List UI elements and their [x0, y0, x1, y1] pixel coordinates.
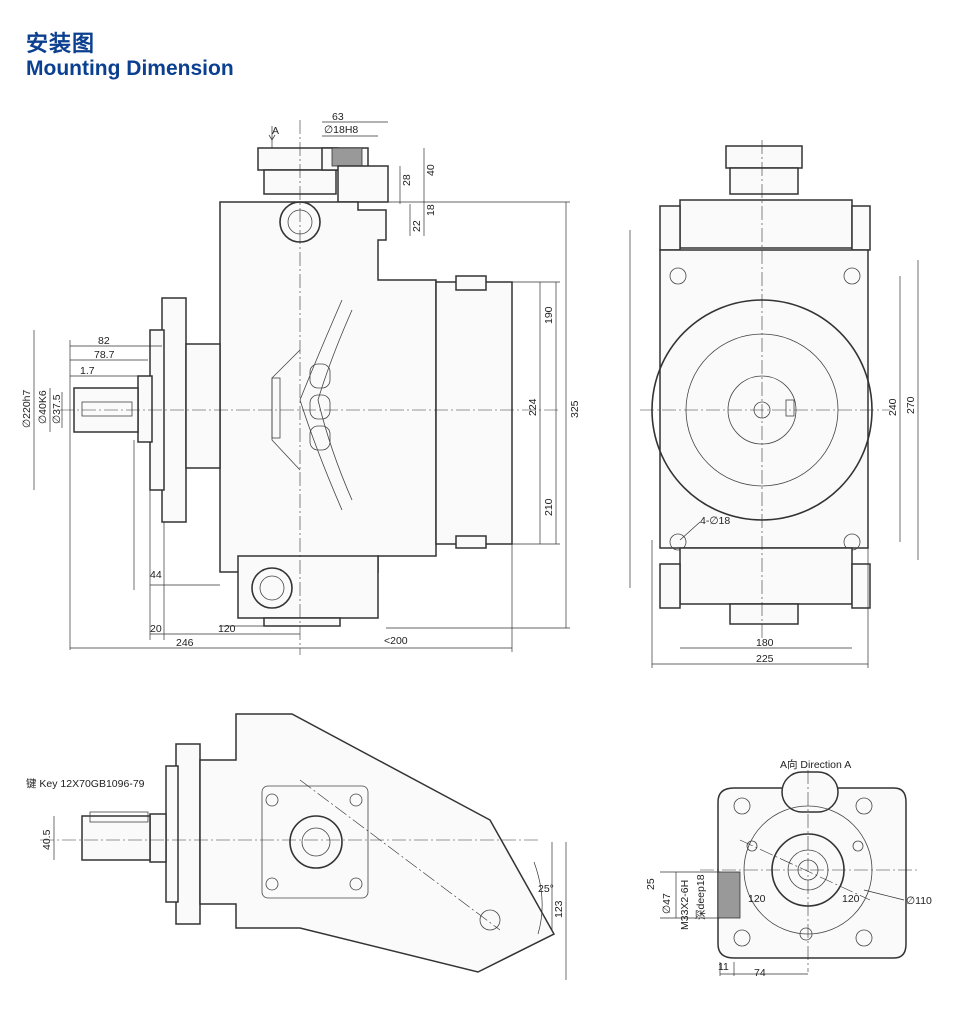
angle-pump-body — [199, 713, 556, 973]
dim-18h8: ∅18H8 — [324, 124, 358, 136]
mount-hole-icon — [669, 267, 687, 285]
dim-20: 20 — [150, 623, 162, 635]
dim-210: 210 — [543, 498, 555, 516]
title-english: Mounting Dimension — [26, 57, 234, 80]
dim-18: 18 — [425, 204, 437, 216]
rear-housing — [435, 281, 513, 545]
angle-port-hole — [289, 815, 343, 869]
side-top-port — [725, 145, 803, 169]
dim-240: 240 — [887, 398, 899, 416]
port-arrow-icon — [268, 126, 276, 141]
dim-82: 82 — [98, 335, 110, 347]
dim-11: 11 — [718, 961, 729, 973]
dim-47: ∅47 — [661, 893, 673, 914]
angle-drive-shaft — [81, 815, 151, 861]
dim-28: 28 — [401, 174, 413, 186]
dim-225: 225 — [756, 653, 774, 665]
key-spec: 键 Key 12X70GB1096-79 — [26, 777, 145, 790]
thread-m33: M33X2-6H — [679, 880, 691, 930]
dim-220h7: ∅220h7 — [21, 389, 33, 428]
dim-325: 325 — [569, 400, 581, 418]
mount-hole-icon — [855, 797, 873, 815]
dim-40: 40 — [425, 164, 437, 176]
angle-view: 键 Key 12X70GB1096-79 40.5 25° 123 — [26, 713, 567, 980]
dim-246: 246 — [176, 637, 194, 649]
dim-1-7: 1.7 — [80, 365, 95, 377]
dim-180: 180 — [756, 637, 774, 649]
bottom-port-block — [237, 555, 379, 619]
lower-port-hole — [251, 567, 293, 609]
front-view: A 63 ∅18H8 28 40 22 18 82 78.7 1.7 ∅220h… — [21, 111, 581, 655]
dim-4-holes: 4-∅18 — [700, 515, 730, 527]
dim-lt-200: <200 — [384, 635, 408, 647]
dim-270: 270 — [905, 396, 917, 414]
port-a-label: A — [272, 125, 279, 137]
dim-37-5: ∅37.5 — [51, 394, 63, 424]
dim-22: 22 — [411, 220, 423, 232]
dim-44: 44 — [150, 569, 162, 581]
dim-63: 63 — [332, 111, 344, 123]
dim-120-left: 120 — [748, 893, 766, 905]
dim-25-deg: 25° — [538, 883, 554, 895]
dim-123: 123 — [553, 900, 565, 918]
angle-mount-flange — [175, 743, 201, 925]
mount-hole-icon — [669, 533, 687, 551]
pump-main-body — [219, 201, 437, 573]
mount-hole-icon — [733, 929, 751, 947]
dim-78-7: 78.7 — [94, 349, 115, 361]
top-port-neck — [337, 165, 389, 203]
mount-hole-icon — [733, 797, 751, 815]
dim-120-right: 120 — [842, 893, 860, 905]
mount-hole-icon — [855, 929, 873, 947]
top-port-hatch — [331, 147, 363, 167]
dim-110: ∅110 — [906, 895, 932, 907]
mount-hole-icon — [843, 267, 861, 285]
dim-40k6: ∅40K6 — [37, 390, 49, 424]
dim-40-5: 40.5 — [41, 829, 53, 850]
direction-a-view: A向 Direction A 25 ∅47 M33X2-6H 深deep18 1… — [645, 758, 932, 979]
dim-190: 190 — [543, 306, 555, 324]
dim-120-front: 120 — [218, 623, 236, 635]
side-view: 4-∅18 240 270 180 225 — [629, 140, 919, 668]
direction-a-label: A向 Direction A — [780, 758, 851, 771]
dim-25-a: 25 — [645, 878, 657, 890]
dim-74: 74 — [754, 967, 766, 979]
dim-224: 224 — [527, 398, 539, 416]
title-chinese: 安装图 — [26, 32, 96, 57]
thread-depth: 深deep18 — [695, 874, 707, 920]
